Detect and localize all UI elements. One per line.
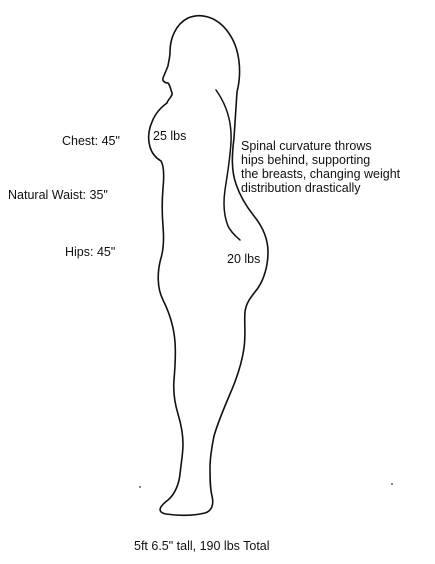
speck-mark bbox=[391, 483, 393, 485]
hip-weight-label: 20 lbs bbox=[227, 252, 260, 267]
speck-mark bbox=[139, 486, 141, 488]
breast-weight-label: 25 lbs bbox=[153, 129, 186, 144]
natural-waist-label: Natural Waist: 35" bbox=[8, 188, 108, 203]
chest-label: Chest: 45" bbox=[62, 134, 120, 149]
annotation-line: Spinal curvature throws bbox=[241, 139, 400, 153]
height-weight-caption: 5ft 6.5" tall, 190 lbs Total bbox=[134, 539, 270, 554]
annotation-line: distribution drastically bbox=[241, 181, 400, 195]
hips-label: Hips: 45" bbox=[65, 245, 115, 260]
annotation-line: hips behind, supporting bbox=[241, 153, 400, 167]
spinal-curvature-annotation: Spinal curvature throws hips behind, sup… bbox=[241, 139, 400, 195]
annotation-line: the breasts, changing weight bbox=[241, 167, 400, 181]
